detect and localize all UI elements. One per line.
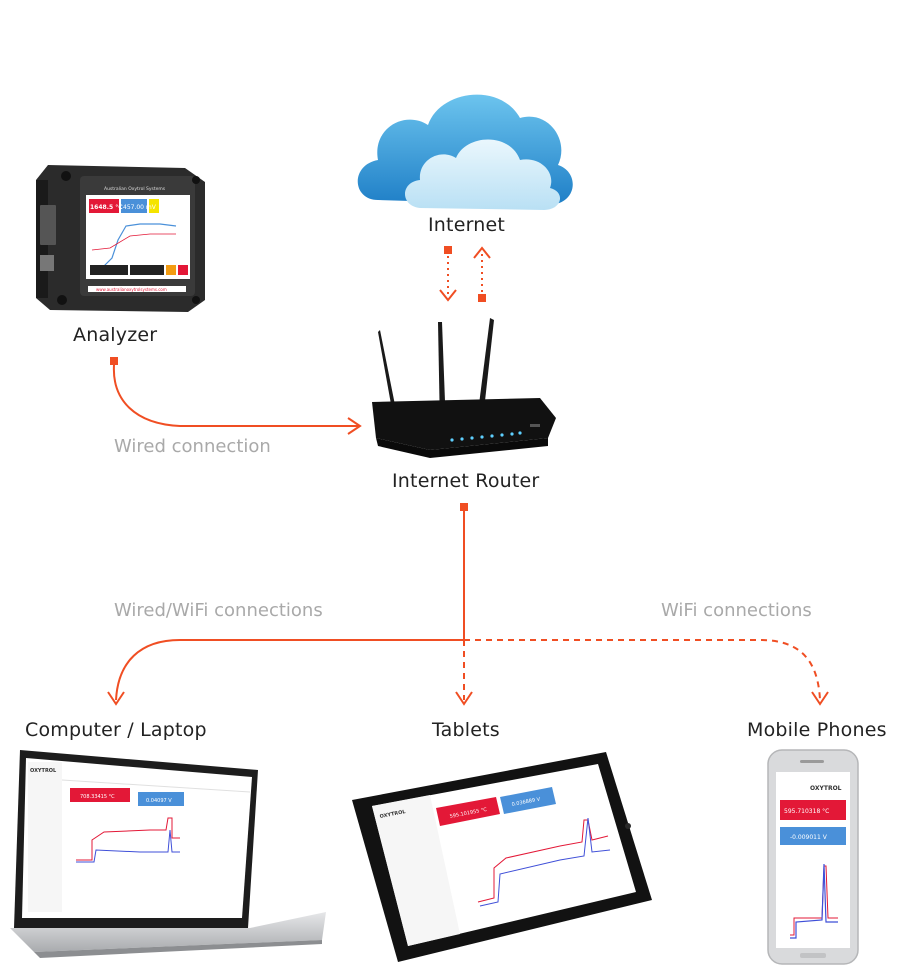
analyzer-url-text: www.australianoxytrolsystems.com: [96, 287, 167, 292]
phone-device: [767, 749, 859, 965]
analyzer-volt-readout: 457.00 mV: [123, 204, 157, 211]
laptop-temp-readout: 708.33415 °C: [80, 794, 115, 800]
router-device-links: [107, 503, 829, 706]
tablet-volt-readout: 0.036889 V: [511, 796, 541, 808]
wifi-connections-label: WiFi connections: [661, 600, 812, 621]
computer-label: Computer / Laptop: [25, 719, 207, 741]
laptop-volt-readout: 0.04097 V: [146, 798, 172, 804]
router-device: [372, 318, 556, 458]
wired-connection-label: Wired connection: [114, 436, 271, 457]
tablet-device: [352, 752, 652, 962]
phone-volt-readout: -0.009011 V: [790, 834, 828, 841]
analyzer-device: [36, 165, 205, 312]
tablet-logo: OXYTROL: [379, 809, 407, 820]
analyzer-temp-readout: 1648.5 °C: [90, 204, 123, 211]
phone-logo: OXYTROL: [810, 785, 842, 792]
analyzer-label: Analyzer: [73, 324, 158, 346]
phones-label: Mobile Phones: [747, 719, 887, 741]
analyzer-brand-text: Australian Oxytrol Systems: [104, 186, 166, 192]
cloud-icon: [357, 94, 573, 210]
internet-label: Internet: [428, 214, 506, 236]
tablets-label: Tablets: [432, 719, 500, 741]
router-label: Internet Router: [392, 470, 540, 492]
phone-temp-readout: 595.710318 °C: [784, 808, 829, 815]
wired-wifi-connections-label: Wired/WiFi connections: [114, 600, 323, 621]
wired-connection-line: [110, 357, 362, 435]
laptop-logo: OXYTROL: [30, 768, 57, 774]
laptop-device: [10, 750, 326, 958]
internet-router-link: [439, 246, 491, 302]
